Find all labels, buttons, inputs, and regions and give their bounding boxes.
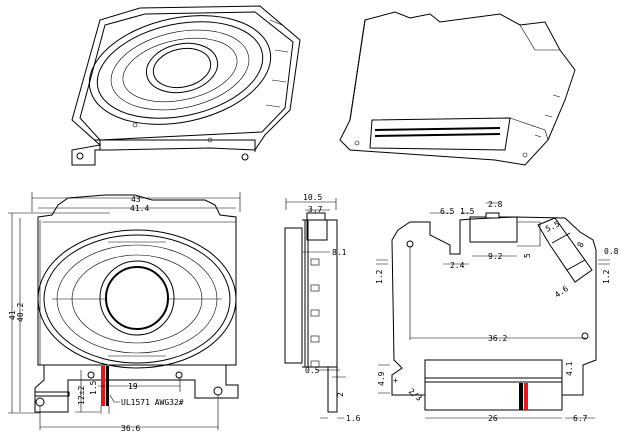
dim-6-7: 6.7 [573, 414, 588, 423]
front-view: 43 41.4 41 40.2 12±2 1.5 19 UL1571 AWG32… [8, 192, 241, 433]
back-view: 6.5 1.5 2.8 9.2 2.4 5 5.5 8 0.8 1.2 1.2 … [375, 200, 619, 423]
dim-hole-spacing: 36.2 [488, 334, 507, 343]
dim-9-2: 9.2 [488, 252, 503, 261]
dim-0-8: 0.8 [604, 247, 619, 256]
isometric-front-view [71, 5, 301, 166]
plus-mark: + [393, 376, 398, 385]
dim-height-inner: 40.2 [16, 303, 25, 322]
dim-8: 8 [576, 241, 586, 249]
dim-lead-thickness: 1.6 [346, 414, 361, 423]
dim-hole-spacing-bottom: 36.6 [121, 424, 140, 433]
dim-lead-gap: 2 [336, 392, 345, 397]
dim-4-1: 4.1 [565, 361, 574, 376]
wire-label: UL1571 AWG32# [121, 398, 184, 407]
hole-note: 2/3 [407, 387, 424, 403]
isometric-back-view [339, 11, 576, 166]
side-view: 10.5 3.7 8.1 0.5 2 1.6 [284, 193, 361, 423]
dim-offset: 0.5 [305, 366, 320, 375]
dim-1-2-right: 1.2 [602, 269, 611, 284]
dim-lead-strip: 1.5 [89, 380, 98, 395]
dim-width-outer: 43 [131, 195, 141, 204]
dim-5: 5 [523, 253, 532, 258]
dim-lead-length: 12±2 [77, 386, 86, 405]
dim-width-inner: 41.4 [130, 204, 149, 213]
dim-tab-width: 3.7 [308, 205, 323, 214]
dim-4-9: 4.9 [377, 371, 386, 386]
dim-hole-spacing-top: 19 [128, 382, 138, 391]
dim-1-5: 1.5 [460, 207, 475, 216]
dim-6-5: 6.5 [440, 207, 455, 216]
dim-step: 8.1 [332, 248, 347, 257]
dim-height-outer: 41 [8, 310, 17, 320]
dim-depth: 10.5 [303, 193, 322, 202]
dim-2-4: 2.4 [450, 261, 465, 270]
dim-4-6: 4.6 [553, 284, 570, 300]
dim-26: 26 [488, 414, 498, 423]
dim-1-2-left: 1.2 [375, 269, 384, 284]
dim-2-8: 2.8 [488, 200, 503, 209]
